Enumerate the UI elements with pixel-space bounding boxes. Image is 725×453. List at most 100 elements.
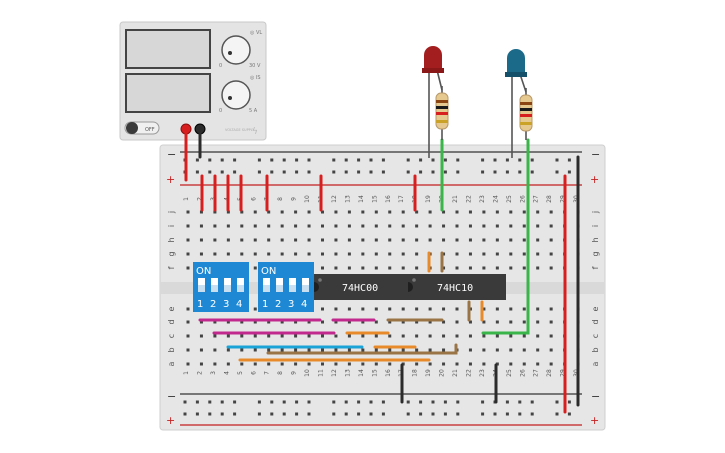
strip-hole[interactable] bbox=[361, 224, 365, 228]
strip-hole[interactable] bbox=[374, 238, 378, 242]
strip-hole[interactable] bbox=[334, 334, 338, 338]
rail-hole[interactable] bbox=[567, 400, 571, 404]
rail-hole[interactable] bbox=[406, 170, 410, 174]
strip-hole[interactable] bbox=[401, 320, 405, 324]
rail-hole[interactable] bbox=[208, 412, 212, 416]
rail-hole[interactable] bbox=[307, 400, 311, 404]
rail-hole[interactable] bbox=[456, 412, 460, 416]
strip-hole[interactable] bbox=[428, 362, 432, 366]
strip-hole[interactable] bbox=[536, 252, 540, 256]
rail-hole[interactable] bbox=[419, 412, 423, 416]
strip-hole[interactable] bbox=[468, 252, 472, 256]
strip-hole[interactable] bbox=[388, 238, 392, 242]
strip-hole[interactable] bbox=[199, 238, 203, 242]
rail-hole[interactable] bbox=[443, 400, 447, 404]
led-red[interactable] bbox=[422, 46, 444, 158]
strip-hole[interactable] bbox=[388, 252, 392, 256]
strip-hole[interactable] bbox=[321, 362, 324, 366]
strip-hole[interactable] bbox=[253, 334, 257, 338]
strip-hole[interactable] bbox=[415, 224, 419, 228]
strip-hole[interactable] bbox=[536, 210, 540, 214]
strip-hole[interactable] bbox=[415, 266, 419, 270]
strip-hole[interactable] bbox=[334, 210, 338, 214]
strip-hole[interactable] bbox=[388, 307, 392, 311]
rail-hole[interactable] bbox=[195, 400, 199, 404]
resistor-2[interactable] bbox=[519, 88, 533, 140]
rail-hole[interactable] bbox=[443, 412, 447, 416]
rail-hole[interactable] bbox=[307, 170, 311, 174]
rail-hole[interactable] bbox=[282, 412, 286, 416]
strip-hole[interactable] bbox=[509, 210, 513, 214]
strip-hole[interactable] bbox=[549, 224, 553, 228]
strip-hole[interactable] bbox=[522, 210, 526, 214]
strip-hole[interactable] bbox=[509, 348, 513, 352]
strip-hole[interactable] bbox=[401, 334, 405, 338]
rail-hole[interactable] bbox=[357, 412, 361, 416]
strip-hole[interactable] bbox=[321, 224, 324, 228]
strip-hole[interactable] bbox=[495, 307, 499, 311]
rail-hole[interactable] bbox=[307, 412, 311, 416]
strip-hole[interactable] bbox=[374, 348, 378, 352]
strip-hole[interactable] bbox=[213, 252, 217, 256]
strip-hole[interactable] bbox=[509, 334, 513, 338]
strip-hole[interactable] bbox=[294, 238, 298, 242]
strip-hole[interactable] bbox=[415, 320, 419, 324]
rail-hole[interactable] bbox=[530, 158, 534, 162]
strip-hole[interactable] bbox=[307, 320, 311, 324]
strip-hole[interactable] bbox=[388, 266, 392, 270]
strip-hole[interactable] bbox=[415, 362, 419, 366]
strip-hole[interactable] bbox=[199, 210, 203, 214]
strip-hole[interactable] bbox=[307, 334, 311, 338]
strip-hole[interactable] bbox=[267, 224, 271, 228]
strip-hole[interactable] bbox=[536, 362, 540, 366]
strip-hole[interactable] bbox=[468, 348, 472, 352]
strip-hole[interactable] bbox=[442, 307, 446, 311]
strip-hole[interactable] bbox=[522, 238, 526, 242]
rail-hole[interactable] bbox=[406, 412, 410, 416]
strip-hole[interactable] bbox=[240, 238, 244, 242]
rail-hole[interactable] bbox=[208, 158, 212, 162]
rail-hole[interactable] bbox=[431, 412, 435, 416]
rail-hole[interactable] bbox=[344, 400, 348, 404]
rail-hole[interactable] bbox=[518, 170, 522, 174]
dip-switch-1[interactable]: ON 1 2 3 4 bbox=[193, 262, 249, 312]
strip-hole[interactable] bbox=[361, 320, 365, 324]
strip-hole[interactable] bbox=[240, 320, 244, 324]
rail-hole[interactable] bbox=[406, 158, 410, 162]
rail-hole[interactable] bbox=[443, 170, 447, 174]
strip-hole[interactable] bbox=[455, 266, 459, 270]
rail-hole[interactable] bbox=[493, 158, 497, 162]
strip-hole[interactable] bbox=[186, 320, 190, 324]
led-blue[interactable] bbox=[505, 49, 527, 158]
strip-hole[interactable] bbox=[199, 362, 203, 366]
strip-hole[interactable] bbox=[428, 348, 432, 352]
strip-hole[interactable] bbox=[495, 238, 499, 242]
strip-hole[interactable] bbox=[522, 224, 526, 228]
strip-hole[interactable] bbox=[321, 334, 324, 338]
rail-hole[interactable] bbox=[406, 400, 410, 404]
strip-hole[interactable] bbox=[495, 348, 499, 352]
rail-hole[interactable] bbox=[332, 170, 336, 174]
strip-hole[interactable] bbox=[199, 348, 203, 352]
strip-hole[interactable] bbox=[482, 334, 486, 338]
strip-hole[interactable] bbox=[267, 320, 271, 324]
strip-hole[interactable] bbox=[253, 210, 257, 214]
strip-hole[interactable] bbox=[226, 334, 230, 338]
strip-hole[interactable] bbox=[509, 266, 513, 270]
rail-hole[interactable] bbox=[357, 400, 361, 404]
rail-hole[interactable] bbox=[518, 412, 522, 416]
wires[interactable] bbox=[184, 127, 580, 414]
strip-hole[interactable] bbox=[549, 334, 553, 338]
rail-hole[interactable] bbox=[233, 400, 237, 404]
strip-hole[interactable] bbox=[186, 307, 190, 311]
strip-hole[interactable] bbox=[294, 320, 298, 324]
rail-hole[interactable] bbox=[208, 170, 212, 174]
strip-hole[interactable] bbox=[186, 348, 190, 352]
rail-hole[interactable] bbox=[369, 400, 373, 404]
strip-hole[interactable] bbox=[253, 320, 257, 324]
strip-hole[interactable] bbox=[388, 334, 392, 338]
strip-hole[interactable] bbox=[455, 224, 459, 228]
strip-hole[interactable] bbox=[307, 238, 311, 242]
strip-hole[interactable] bbox=[253, 307, 257, 311]
strip-hole[interactable] bbox=[482, 266, 486, 270]
